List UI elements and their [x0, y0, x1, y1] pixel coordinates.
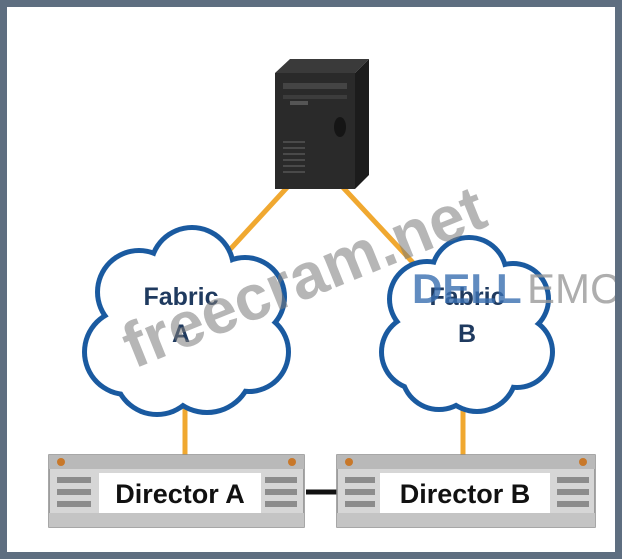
director-a-chassis: Director A [48, 454, 305, 528]
fabric-b-label-line1: Fabric [429, 283, 504, 311]
server-tower-icon [275, 59, 369, 189]
fabric-b-cloud: Fabric B [379, 235, 555, 414]
fabric-a-label-line2: A [172, 320, 190, 348]
link-server-fabric-b [335, 179, 419, 269]
network-diagram: Fabric A Fabric B [48, 59, 615, 528]
fabric-a-label-line1: Fabric [143, 283, 218, 311]
fabric-a-cloud: Fabric A [82, 225, 291, 417]
fabric-b-label-line2: B [458, 320, 476, 348]
director-b-chassis: Director B [336, 454, 596, 528]
diagram-canvas: Fabric A Fabric B [7, 7, 615, 552]
link-server-fabric-a [223, 179, 295, 257]
logo-suffix: EMC [527, 265, 615, 312]
director-b-label: Director B [400, 479, 531, 509]
director-a-label: Director A [115, 479, 245, 509]
logo-brand: DELL [412, 265, 522, 312]
dell-emc-logo: DELL EMC [412, 265, 615, 312]
